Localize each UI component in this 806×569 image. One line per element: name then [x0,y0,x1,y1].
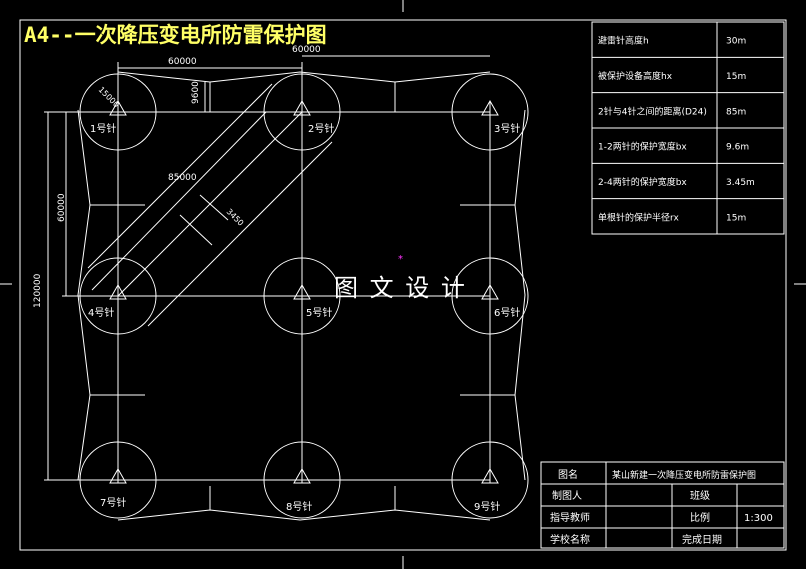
param-value: 30m [726,37,746,47]
protection-circle [79,73,157,151]
tb-scale-value: 1:300 [744,513,773,524]
param-value: 85m [726,107,746,117]
tb-class-label: 班级 [690,490,710,502]
rod-label: 4号针 [88,306,114,319]
protection-circle [263,73,341,151]
rod-label: 2号针 [308,122,334,135]
dim-radius: 15000 [97,85,121,109]
tb-school-label: 学校名称 [550,533,590,546]
param-value: 15m [726,213,746,223]
protection-circle [263,441,341,519]
param-label: 被保护设备高度hx [598,70,673,82]
rod-9: 9号针 [451,441,529,519]
tb-drawn-label: 制图人 [552,489,582,502]
param-value: 15m [726,72,746,82]
dim-width-12: 9600 [191,81,201,104]
dim-left-span: 60000 [57,193,67,222]
rod-5: 5号针 [263,257,341,335]
rod-label: 1号针 [90,122,116,135]
tb-scale-label: 比例 [690,511,710,524]
parameter-table: 避雷针高度h 30m 被保护设备高度hx 15m 2针与4针之间的距离(D24) 85m 1… [591,21,785,235]
protection-circle [79,441,157,519]
tb-date-label: 完成日期 [682,533,722,546]
rod-2: 2号针 [263,73,341,151]
rod-label: 3号针 [494,122,520,135]
protection-circle [451,73,529,151]
rod-7: 7号针 [79,441,157,519]
param-label: 2-4两针的保护宽度bx [598,176,687,188]
tb-name-value: 某山新建一次降压变电所防雷保护图 [612,469,756,481]
protection-circle [451,441,529,519]
param-value: 9.6m [726,143,749,153]
param-label: 单根针的保护半径rx [598,211,679,223]
lightning-rods: 1号针 2号针 3号针 4号针 5号针 6号针 7号针 8号针 9号针 [79,73,529,519]
rod-3: 3号针 [451,73,529,151]
dim-top-span: 60000 [168,57,197,67]
rod-6: 6号针 [451,257,529,335]
rod-label: 7号针 [100,496,126,509]
protection-zone-outline [77,71,526,521]
tb-name-label: 图名 [558,468,578,481]
rod-4: 4号针 [79,257,157,335]
cursor-mark: * [398,254,403,265]
protection-circle [79,257,157,335]
rod-8: 8号针 [263,441,341,519]
param-label: 1-2两针的保护宽度bx [598,141,687,153]
protection-circle [263,257,341,335]
param-value: 3.45m [726,178,755,188]
title-block [540,461,785,549]
rod-label: 8号针 [286,500,312,513]
param-label: 2针与4针之间的距离(D24) [598,105,707,117]
dimension-lines [44,55,490,481]
rod-label: 9号针 [474,500,500,513]
param-label: 避雷针高度h [598,35,649,47]
dim-width-24: 3450 [225,207,246,228]
drawing-border [19,19,787,551]
tb-advisor-label: 指导教师 [550,511,590,524]
dim-top-span-2: 60000 [292,45,321,55]
dim-overall-height: 120000 [33,273,43,308]
protection-circle [451,257,529,335]
rod-label: 6号针 [494,306,520,319]
rod-label: 5号针 [306,306,332,319]
diagonal-protection-band [87,83,333,327]
drawing-title: A4--一次降压变电所防雷保护图 [24,23,327,47]
rod-1: 1号针 [79,73,157,151]
watermark: 图 文 设 计 [334,274,467,302]
dim-diag-distance: 85000 [168,173,197,183]
